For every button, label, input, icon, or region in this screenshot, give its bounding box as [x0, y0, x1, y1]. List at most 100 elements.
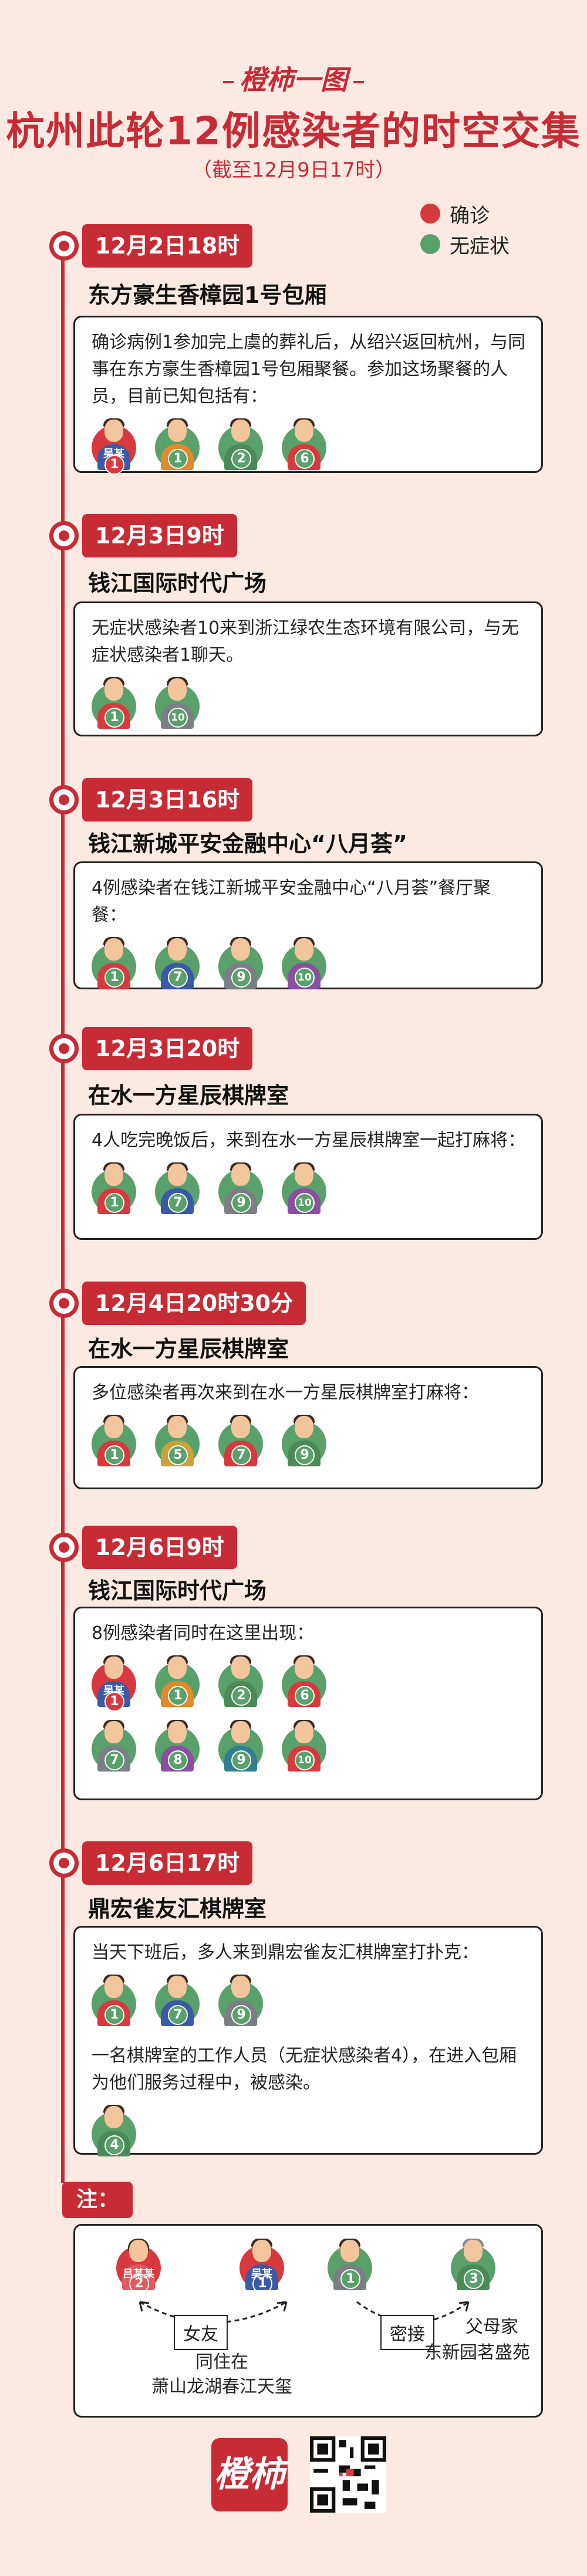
avatar-number: 2	[231, 449, 251, 469]
avatar-number: 9	[231, 968, 251, 988]
avatar-head	[231, 1721, 250, 1743]
timeline-dot-icon	[49, 231, 79, 261]
avatar-head	[231, 1164, 250, 1186]
girlfriend-avatar: 吕某某 2	[116, 2239, 180, 2303]
avatar-number: 10	[295, 1750, 315, 1770]
timeline-dot-icon	[49, 1034, 79, 1063]
event-card: 确诊病例1参加完上虞的葬礼后，从绍兴返回杭州，与同事在东方豪生香樟园1号包厢聚餐…	[73, 316, 543, 475]
event-place: 钱江新城平安金融中心“八月荟”	[88, 831, 407, 857]
avatar-number: 1	[104, 1445, 124, 1465]
avatar-number: 1	[104, 1193, 124, 1213]
event-date: 12月6日9时	[82, 1526, 237, 1569]
event-date: 12月2日18时	[82, 224, 253, 268]
avatar-number: 7	[168, 1193, 188, 1213]
avatar-row: 1 7 9 10	[92, 1162, 526, 1227]
avatar-number: 10	[295, 968, 315, 988]
person-avatar: 1	[92, 1415, 136, 1469]
event-text: 4例感染者在钱江新城平安金融中心“八月荟”餐厅聚餐：	[92, 878, 491, 925]
avatar-number: 1	[340, 2269, 360, 2289]
event-text: 多位感染者再次来到在水一方星辰棋牌室打麻将：	[92, 1382, 479, 1403]
event-date: 12月3日16时	[82, 778, 253, 822]
avatar-number: 1	[104, 2005, 124, 2025]
avatar-head	[168, 678, 187, 701]
avatar-head	[168, 420, 187, 442]
avatar-head	[104, 2106, 123, 2128]
person-avatar: 1	[92, 1975, 136, 2029]
avatar-head	[295, 1657, 313, 1679]
qr-code-icon	[310, 2436, 386, 2513]
event-text: 4人吃完晚饭后，来到在水一方星辰棋牌室一起打麻将：	[92, 1130, 526, 1151]
event-place: 东方豪生香樟园1号包厢	[88, 282, 327, 308]
avatar-number: 1	[168, 1686, 188, 1706]
avatar-number: 9	[295, 1445, 315, 1465]
avatar-head	[231, 420, 250, 442]
person-avatar: 10	[155, 677, 200, 731]
parents-avatar: 3	[451, 2239, 514, 2303]
avatar-head	[104, 1657, 123, 1679]
person-avatar: 9	[218, 937, 263, 991]
avatar-number: 9	[231, 2005, 251, 2025]
person-avatar: 7	[155, 1162, 200, 1216]
page-title: 杭州此轮12例感染者的时空交集	[6, 109, 581, 154]
avatar-number: 1	[252, 2274, 272, 2294]
person-avatar: 1	[92, 937, 136, 991]
avatar-head	[168, 1164, 187, 1186]
person-avatar: 1	[155, 1655, 200, 1709]
timeline-dot-icon	[49, 1289, 79, 1318]
event-text-2: 一名棋牌室的工作人员（无症状感染者4），在进入包厢为他们服务过程中，被感染。	[92, 2046, 517, 2093]
event-place: 钱江国际时代广场	[88, 1578, 267, 1604]
avatar-head	[295, 1416, 313, 1438]
avatar: 1	[328, 2239, 372, 2293]
avatar-number: 9	[231, 1750, 251, 1770]
event-place: 在水一方星辰棋牌室	[88, 1083, 289, 1108]
avatar-head	[231, 1657, 250, 1679]
avatar-number: 6	[295, 449, 315, 469]
person-avatar: 6	[282, 418, 326, 472]
timeline-dot-icon	[49, 1848, 79, 1878]
person-avatar: 10	[282, 1162, 326, 1216]
parents-label: 父母家	[465, 2317, 518, 2337]
note-card: 吕某某 2 吴某 1 女友 同住在 萧山龙湖春江天玺	[73, 2224, 543, 2418]
event-card: 无症状感染者10来到浙江绿农生态环境有限公司，与无症状感染者1聊天。 1 10	[73, 601, 543, 736]
legend: 确诊 无症状	[420, 198, 510, 259]
avatar-head	[231, 1416, 250, 1438]
timeline-dot-icon	[49, 1533, 79, 1562]
person-avatar: 2	[218, 1655, 263, 1709]
brand-title: 橙柿一图	[0, 59, 587, 97]
event-date: 12月3日9时	[82, 514, 237, 557]
event-text: 无症状感染者10来到浙江绿农生态环境有限公司，与无症状感染者1聊天。	[92, 618, 519, 665]
timeline-dot-icon	[49, 785, 79, 814]
person-avatar: 9	[218, 1975, 263, 2029]
avatar-head	[295, 1164, 313, 1186]
avatar-head	[104, 938, 123, 961]
legend-item-asymptomatic: 无症状	[420, 229, 510, 259]
avatar-head	[295, 1721, 313, 1743]
avatar-head	[104, 420, 123, 442]
person-avatar: 4	[92, 2105, 136, 2159]
cohabit-place: 萧山龙湖春江天玺	[151, 2376, 292, 2397]
person-avatar: 6	[282, 1655, 326, 1709]
avatar-number: 1	[104, 708, 124, 728]
avatar-number: 8	[168, 1750, 188, 1770]
avatar-number: 10	[168, 708, 188, 728]
avatar-number: 4	[104, 2135, 124, 2155]
person-avatar: 1	[92, 677, 136, 731]
person-avatar: 10	[282, 937, 326, 991]
person-avatar: 7	[218, 1415, 263, 1469]
person-avatar: 7	[155, 1975, 200, 2029]
avatar-head	[231, 1976, 250, 1998]
avatar-number: 7	[168, 2005, 188, 2025]
asymptomatic-dot-icon	[420, 234, 440, 254]
avatar-number: 1	[104, 455, 124, 475]
person-avatar: 9	[218, 1162, 263, 1216]
person-avatar: 8	[155, 1720, 200, 1774]
confirmed-dot-icon	[420, 204, 440, 224]
avatar-number: 7	[231, 1445, 251, 1465]
legend-item-confirmed: 确诊	[420, 198, 510, 229]
